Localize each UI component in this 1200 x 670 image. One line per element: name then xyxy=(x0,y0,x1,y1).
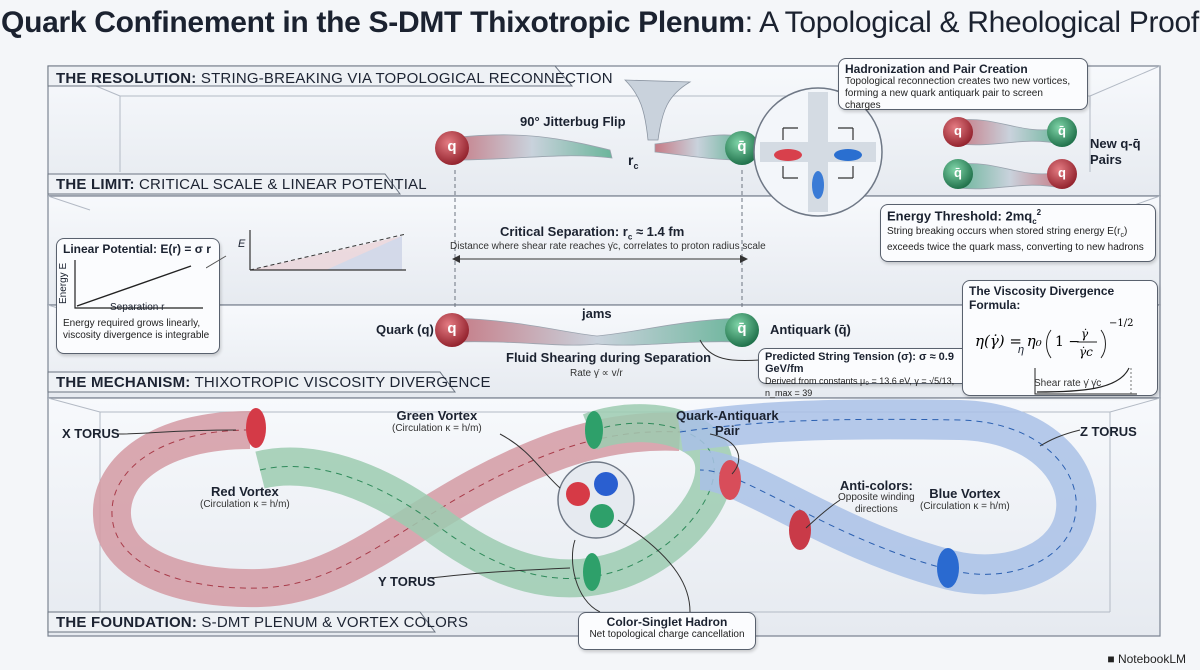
anticolor-vortex-ring xyxy=(789,510,811,550)
rc-label: rc xyxy=(628,152,639,171)
red-vortex-label: Red Vortex(Circulation κ = h/m) xyxy=(200,484,290,510)
left-broken-tube xyxy=(451,134,613,161)
x-torus-label: X TORUS xyxy=(62,426,120,441)
pair1-qbar: q̄ xyxy=(1058,123,1066,138)
shear-rate-axis-label: Shear rate γ̇ γ̇c xyxy=(1034,378,1102,389)
jitterbug-flip-label: 90° Jitterbug Flip xyxy=(520,114,626,129)
separation-axis-label: Separation r xyxy=(110,302,165,313)
critical-separation-title: Critical Separation: rc ≈ 1.4 fm xyxy=(500,224,685,242)
pair2-qbar: q̄ xyxy=(954,165,962,180)
red-vortex-ring xyxy=(246,408,266,448)
linear-potential-plot xyxy=(74,260,203,309)
ramp-e-label: E xyxy=(238,238,246,250)
rate-label: Rate γ̇ ∝ v/r xyxy=(570,368,623,379)
z-torus-label: Z TORUS xyxy=(1080,424,1137,439)
critical-separation-note: Distance where shear rate reaches γ̇c, c… xyxy=(450,241,766,252)
svg-text:η(γ̇) = η₀: η(γ̇) = η₀ xyxy=(975,332,1042,350)
resolution-level-label: THE RESOLUTION: STRING-BREAKING VIA TOPO… xyxy=(56,70,613,87)
quark-label: Quark (q) xyxy=(376,322,434,337)
mech-q-glyph: q xyxy=(447,320,457,337)
jams-label: jams xyxy=(582,306,612,321)
critical-separation-arrow xyxy=(452,255,748,263)
svg-text:γ̇: γ̇ xyxy=(1081,327,1089,341)
viscosity-formula-box: The Viscosity Divergence Formula: η(γ̇) … xyxy=(962,280,1158,396)
color-singlet-hadron-box: Color-Singlet Hadron Net topological cha… xyxy=(578,612,756,650)
string-tension-box: Predicted String Tension (σ): σ ≈ 0.9 Ge… xyxy=(758,348,970,398)
page-title: Quark Confinement in the S-DMT Thixotrop… xyxy=(1,6,1199,39)
hadronization-box: Hadronization and Pair Creation Topologi… xyxy=(838,58,1088,111)
green-vortex-ring-top xyxy=(585,411,603,449)
viscosity-formula: η(γ̇) = η₀ 1 − γ̇ γ̇c −1/2 xyxy=(975,318,1137,395)
fluid-shearing-label: Fluid Shearing during Separation xyxy=(506,350,712,365)
svg-text:−1/2: −1/2 xyxy=(1109,318,1133,329)
mechanism-level-label: THE MECHANISM: THIXOTROPIC VISCOSITY DIV… xyxy=(56,374,491,391)
antiquark-label-qbar: q̄ xyxy=(737,138,747,155)
antiquark-ball-green xyxy=(725,131,759,165)
svg-text:γ̇c: γ̇c xyxy=(1079,345,1093,359)
green-vortex-label: Green Vortex(Circulation κ = h/m) xyxy=(392,408,482,434)
quark-label-q: q xyxy=(447,138,457,155)
svg-text:1 −: 1 − xyxy=(1055,334,1080,350)
energy-threshold-box: Energy Threshold: 2mqc2 String breaking … xyxy=(880,204,1156,262)
jitterbug-tube xyxy=(624,79,692,141)
quark-ball-red xyxy=(435,131,469,165)
eta-axis-label: η xyxy=(1018,344,1025,356)
pair1-q: q xyxy=(954,123,962,138)
new-pairs-label: New q-q̄Pairs xyxy=(1090,136,1141,167)
linear-potential-box: Linear Potential: E(r) = σ r Energy requ… xyxy=(56,238,220,354)
blue-vortex-label: Blue Vortex(Circulation κ = h/m) xyxy=(920,486,1010,512)
mech-qbar-glyph: q̄ xyxy=(737,320,747,337)
brand-icon: ■ xyxy=(1107,652,1118,666)
y-torus-label: Y TORUS xyxy=(378,574,436,589)
blue-vortex-ring xyxy=(937,548,959,588)
pair2-q: q xyxy=(1058,165,1066,180)
foundation-level-label: THE FOUNDATION: S-DMT PLENUM & VORTEX CO… xyxy=(56,614,469,631)
limit-level-label: THE LIMIT: CRITICAL SCALE & LINEAR POTEN… xyxy=(56,176,427,193)
ramp-graphic xyxy=(206,230,407,271)
green-vortex-ring-bottom xyxy=(583,553,601,591)
antiquark-label: Antiquark (q̄) xyxy=(770,322,851,337)
brand-label: ■ NotebookLM xyxy=(1107,652,1186,666)
